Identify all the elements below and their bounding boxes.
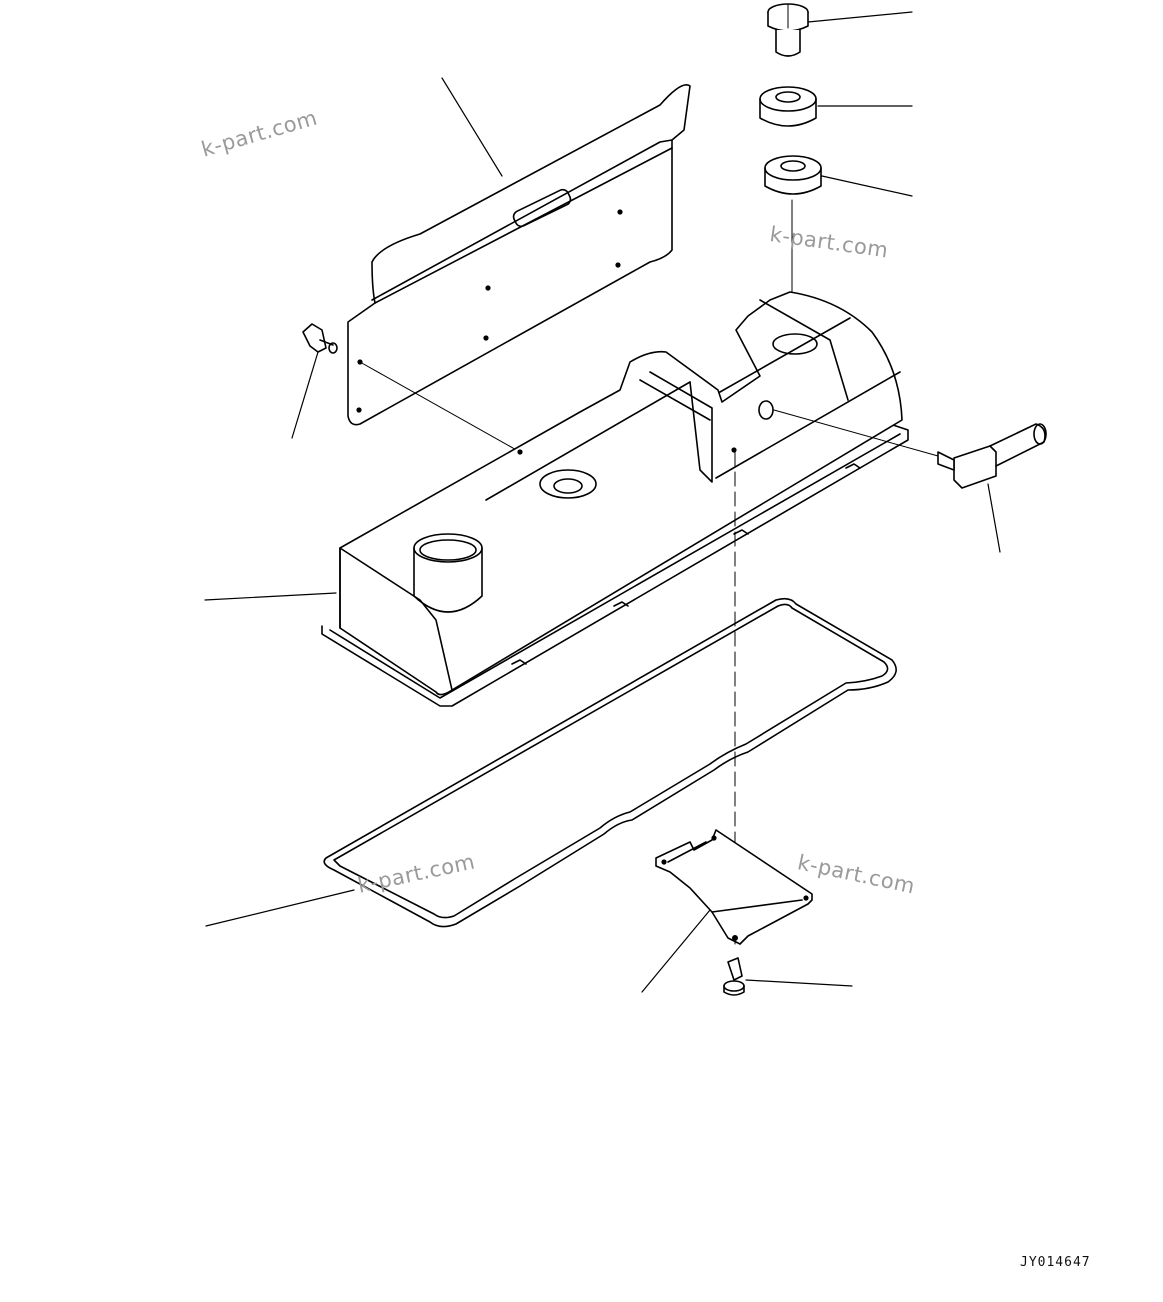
- cap-bolt: [767, 3, 809, 57]
- head-cover-gasket: [323, 597, 897, 928]
- leader-breather: [987, 483, 1001, 553]
- bracket-bolt: [723, 957, 745, 996]
- clip-bolt-left: [302, 323, 338, 354]
- cover-bracket: [655, 829, 813, 945]
- drawing-id: JY014647: [1020, 1255, 1091, 1270]
- breather-fitting: [937, 423, 1047, 489]
- leader-cover: [204, 592, 337, 601]
- insulator-plate: [347, 84, 691, 426]
- upper-grommet: [759, 86, 817, 127]
- leader-plate: [441, 77, 503, 177]
- leader-lower-grommet: [821, 175, 913, 197]
- leader-bracket-bolt: [745, 979, 853, 987]
- lower-grommet: [764, 155, 822, 195]
- alignment-line-breather: [773, 409, 939, 457]
- leader-cap-bolt: [807, 11, 913, 23]
- leader-bracket: [641, 909, 711, 993]
- leader-gasket: [205, 889, 355, 927]
- head-cover: [321, 291, 909, 707]
- leader-clip: [291, 351, 319, 439]
- alignment-line-plate: [359, 361, 521, 453]
